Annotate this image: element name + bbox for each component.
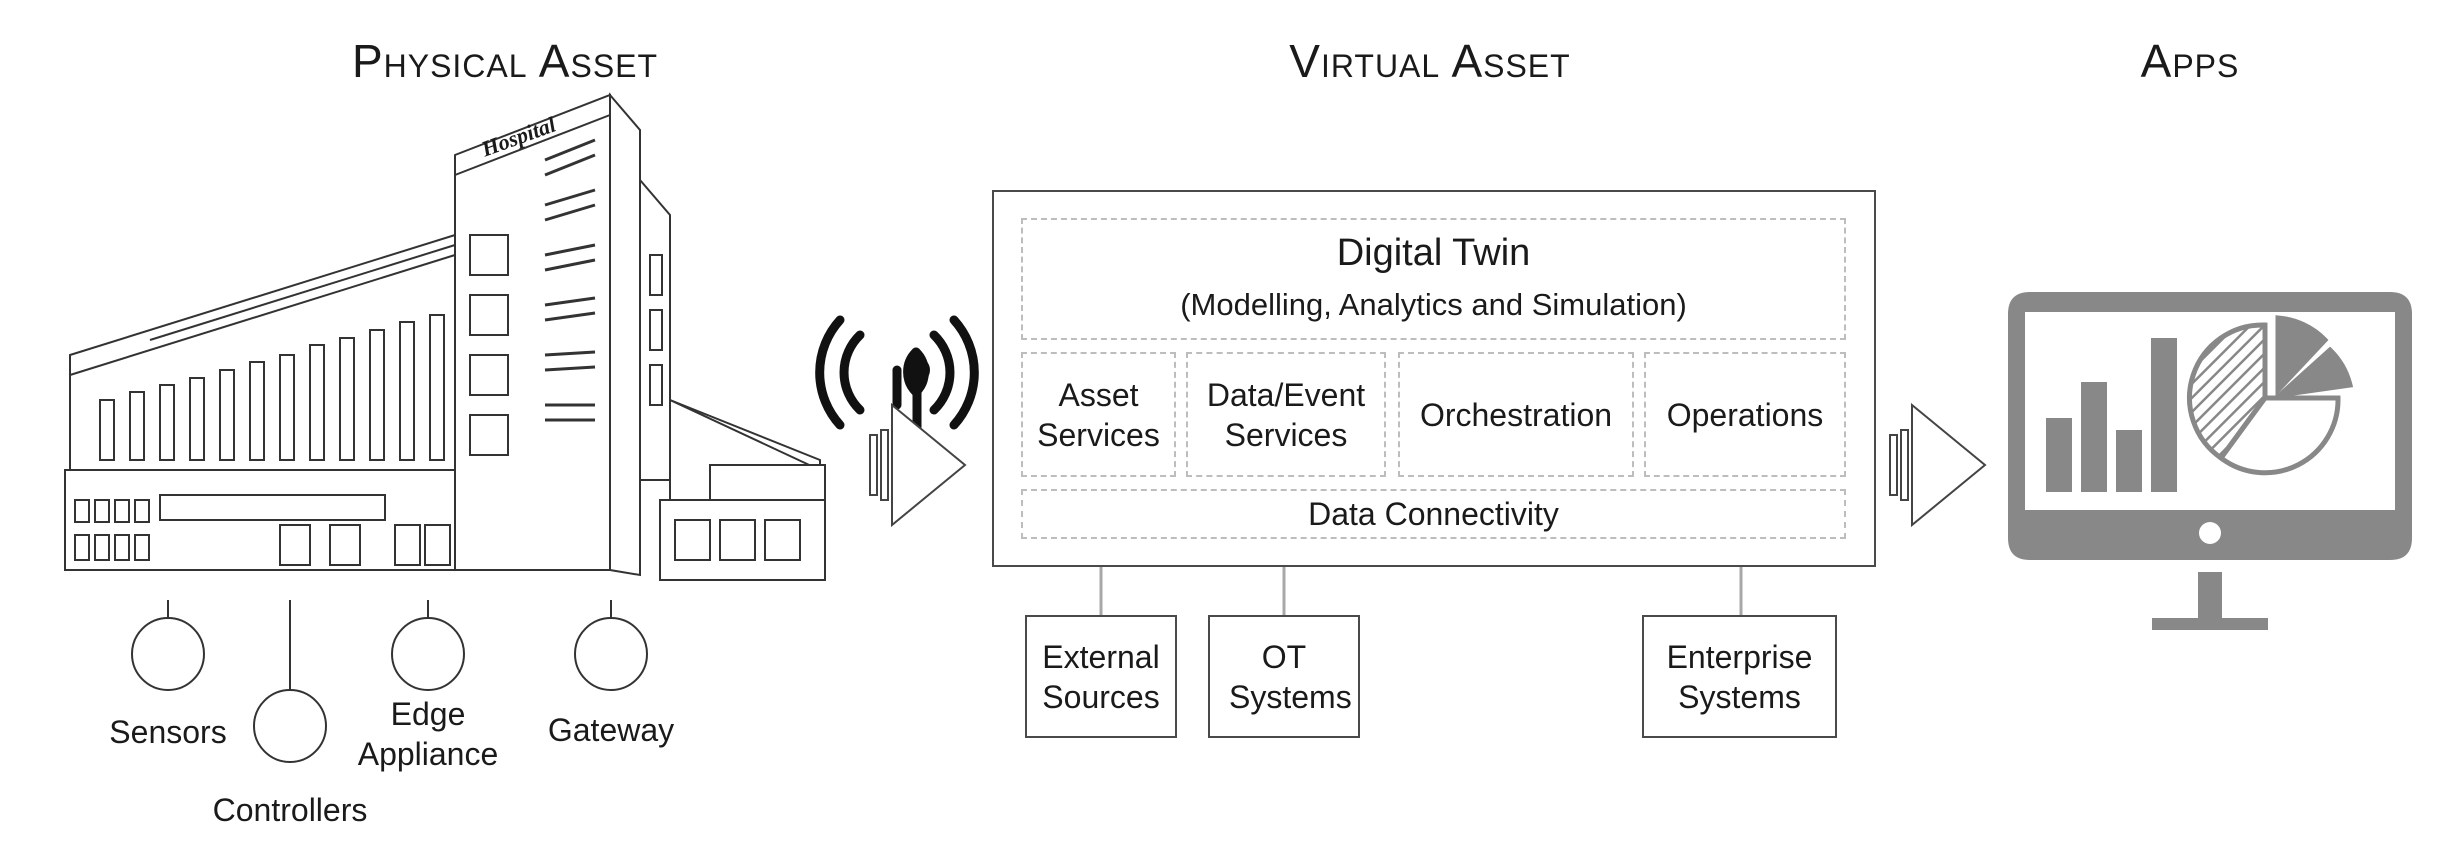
source-label: OT Systems bbox=[1229, 638, 1352, 715]
edge-appliance-node-icon bbox=[391, 617, 465, 691]
data-connectivity-block: Data Connectivity bbox=[1021, 489, 1846, 539]
source-ot-systems: OT Systems bbox=[1208, 615, 1360, 738]
service-label: Operations bbox=[1666, 396, 1824, 433]
source-label: Enterprise Systems bbox=[1666, 638, 1813, 715]
service-operations: Operations bbox=[1644, 352, 1846, 477]
virtual-asset-container bbox=[992, 190, 1876, 567]
device-label-controllers: Controllers bbox=[212, 792, 368, 828]
physical-asset-heading: Physical Asset bbox=[351, 35, 659, 87]
service-label: Data/Event Services bbox=[1206, 376, 1366, 453]
data-connectivity-label: Data Connectivity bbox=[1308, 496, 1559, 532]
source-label: External Sources bbox=[1042, 638, 1160, 715]
device-label-edge-appliance: Edge Appliance bbox=[357, 696, 499, 772]
virtual-asset-heading: Virtual Asset bbox=[1289, 35, 1571, 87]
digital-twin-subtitle: (Modelling, Analytics and Simulation) bbox=[1180, 287, 1687, 322]
digital-twin-block bbox=[1021, 218, 1846, 340]
arrow-right-icon bbox=[1889, 402, 1987, 528]
sensor-node-icon bbox=[131, 617, 205, 691]
service-label: Orchestration bbox=[1419, 396, 1613, 433]
service-asset-services: Asset Services bbox=[1021, 352, 1176, 477]
arrow-right-icon bbox=[869, 402, 967, 528]
service-orchestration: Orchestration bbox=[1398, 352, 1634, 477]
hospital-sign: Hospital bbox=[478, 111, 559, 162]
service-data-event-services: Data/Event Services bbox=[1186, 352, 1386, 477]
gateway-node-icon bbox=[574, 617, 648, 691]
service-label: Asset Services bbox=[1037, 376, 1160, 453]
apps-heading: Apps bbox=[2140, 35, 2240, 87]
device-label-sensors: Sensors bbox=[109, 714, 227, 750]
source-enterprise-systems: Enterprise Systems bbox=[1642, 615, 1837, 738]
device-label-gateway: Gateway bbox=[547, 712, 675, 748]
wireless-signal-icon bbox=[815, 315, 979, 430]
controller-node-icon bbox=[253, 689, 327, 763]
digital-twin-title: Digital Twin bbox=[1336, 231, 1531, 274]
source-external-sources: External Sources bbox=[1025, 615, 1177, 738]
